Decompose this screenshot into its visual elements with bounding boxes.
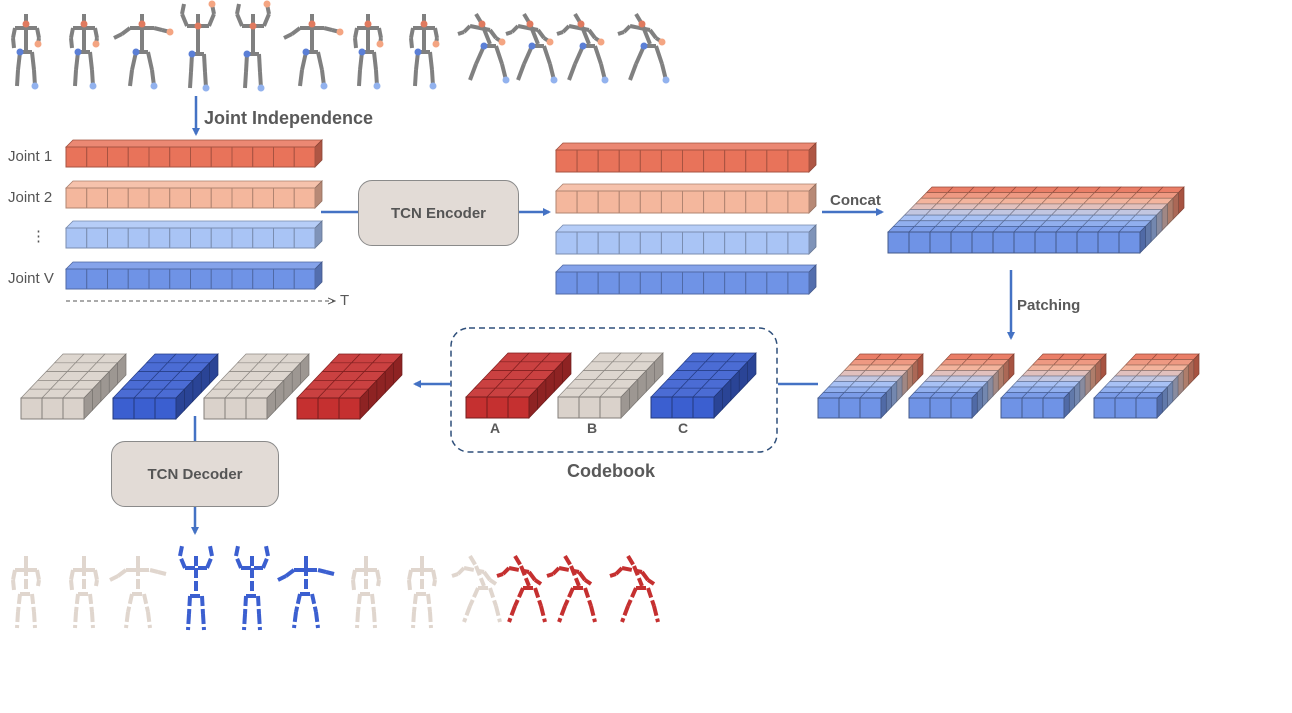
concat-label: Concat — [830, 192, 881, 209]
output-skeleton-2 — [69, 556, 99, 629]
output-skeleton-11 — [546, 554, 597, 623]
codebook-border — [450, 327, 778, 453]
quantized-block-2 — [112, 353, 219, 420]
input-skeleton-11 — [556, 12, 609, 84]
joint-mid-strip — [65, 220, 323, 249]
quantized-block-4 — [296, 353, 403, 420]
code-b-block — [557, 352, 664, 419]
encoded-joint-1-strip — [555, 142, 817, 173]
code-a-block — [465, 352, 572, 419]
output-skeleton-10 — [496, 554, 547, 623]
tcn-decoder-box: TCN Decoder — [111, 441, 279, 507]
quantized-block-1 — [20, 353, 127, 420]
concat-block — [887, 186, 1185, 254]
encoded-joint-v-strip — [555, 264, 817, 295]
time-axis-label: T — [340, 292, 350, 309]
input-skeleton-10 — [505, 12, 558, 84]
codebook-label: Codebook — [567, 461, 655, 481]
encoded-joint-mid-strip — [555, 224, 817, 255]
output-skeleton-1 — [11, 556, 41, 629]
output-skeleton-8 — [407, 556, 437, 629]
patch-block-2 — [908, 353, 1015, 419]
output-skeleton-6 — [277, 556, 335, 629]
input-skeleton-3 — [113, 14, 174, 90]
joint-2-strip — [65, 180, 323, 209]
output-skeleton-4 — [178, 545, 214, 631]
input-skeleton-5 — [235, 0, 271, 92]
input-skeleton-6 — [283, 14, 344, 90]
encoded-joint-2-strip — [555, 183, 817, 214]
output-skeleton-5 — [234, 545, 270, 631]
patching-label: Patching — [1017, 297, 1081, 314]
input-skeleton-2 — [69, 14, 100, 90]
code-b-label: B — [587, 420, 598, 436]
input-skeleton-9 — [457, 12, 510, 84]
joint-v-strip — [65, 261, 323, 290]
input-skeleton-12 — [617, 12, 670, 84]
output-skeleton-9 — [451, 554, 502, 623]
quantized-block-3 — [203, 353, 310, 420]
joint-v-label: Joint V — [8, 270, 54, 287]
joint-ellipsis-label: ⋮ — [31, 228, 46, 245]
patch-block-3 — [1000, 353, 1107, 419]
tcn-encoder-box: TCN Encoder — [358, 180, 519, 246]
patch-block-1 — [817, 353, 924, 419]
output-skeleton-3 — [109, 556, 167, 629]
code-c-block — [650, 352, 757, 419]
input-skeleton-1 — [11, 14, 42, 90]
code-c-label: C — [678, 420, 689, 436]
input-skeleton-7 — [353, 14, 384, 90]
joint-1-label: Joint 1 — [8, 148, 53, 165]
output-skeleton-12 — [609, 554, 660, 623]
input-skeleton-8 — [409, 14, 440, 90]
joint-2-label: Joint 2 — [8, 189, 53, 206]
input-skeleton-4 — [180, 0, 216, 92]
code-a-label: A — [490, 420, 501, 436]
output-skeleton-7 — [351, 556, 381, 629]
patch-block-4 — [1093, 353, 1200, 419]
joint-1-strip — [65, 139, 323, 168]
joint-independence-label: Joint Independence — [204, 108, 374, 128]
